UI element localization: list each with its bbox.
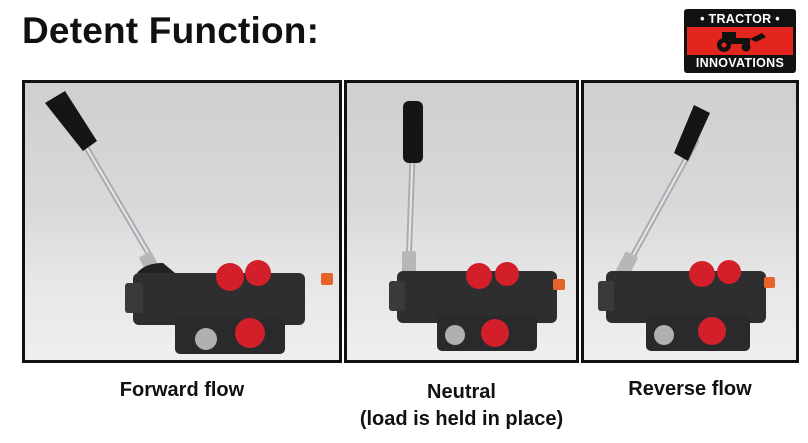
logo-red-band (687, 27, 793, 55)
caption-forward-flow: Forward flow (119, 379, 245, 401)
brand-logo: • TRACTOR • INNOVATIONS (684, 9, 796, 73)
valve-forward-image (45, 91, 333, 354)
caption-neutral-line1: Neutral (427, 381, 496, 403)
photo-neutral (344, 80, 579, 363)
page-title: Detent Function: (22, 10, 320, 51)
caption-neutral: Neutral (load is held in place) (324, 379, 599, 433)
caption-neutral-line2: (load is held in place) (359, 408, 564, 430)
photo-forward-flow (22, 80, 342, 363)
valve-reverse-image (598, 105, 775, 351)
tractor-icon (717, 32, 766, 52)
logo-text-top: • TRACTOR • (700, 12, 780, 26)
logo-text-bottom: INNOVATIONS (695, 56, 785, 70)
caption-reverse-flow: Reverse flow (628, 378, 752, 400)
valve-neutral-image (389, 101, 565, 351)
photo-reverse-flow (581, 80, 799, 363)
